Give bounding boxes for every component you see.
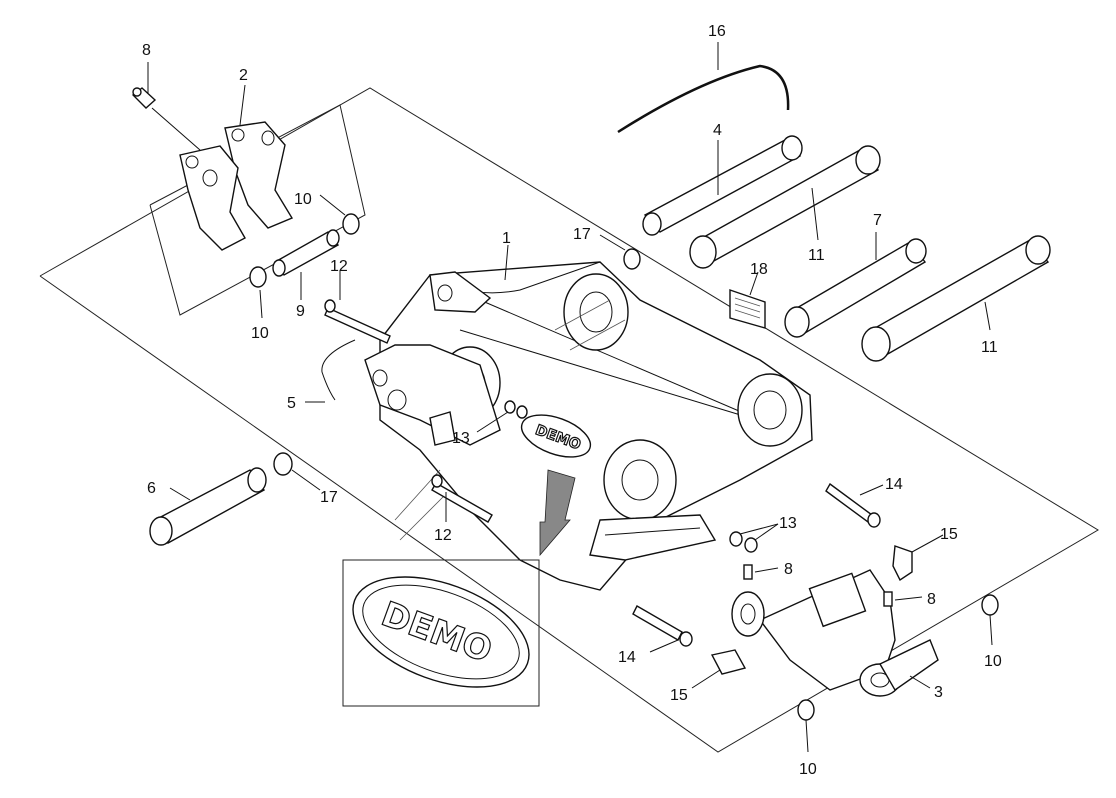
callout-15-upper: 15 (940, 526, 958, 543)
elbow-15-lower (710, 649, 747, 675)
nuts-13-upper (504, 400, 528, 419)
ring-17-b (273, 452, 293, 476)
nuts-13-lower (729, 531, 758, 553)
rings (249, 213, 999, 721)
leader-lines (147, 42, 993, 753)
bolt-12-upper (324, 299, 391, 344)
ring-17-a (623, 248, 641, 270)
callout-12-upper: 12 (330, 258, 348, 275)
callout-18: 18 (750, 261, 768, 278)
callout-9: 9 (296, 303, 305, 320)
pin-11-upper (689, 145, 881, 269)
ring-10-b (249, 266, 267, 288)
callout-5: 5 (287, 395, 296, 412)
callout-10-right: 10 (984, 653, 1002, 670)
callout-10-upper: 10 (294, 191, 312, 208)
sticker-18 (729, 289, 766, 329)
callout-17-lower: 17 (320, 489, 338, 506)
callout-11-upper: 11 (808, 247, 825, 264)
ring-10-c (981, 594, 999, 616)
pin-4 (642, 135, 803, 236)
grease-nipple-top (131, 87, 157, 109)
callout-8-mid: 8 (784, 561, 793, 578)
fitting-14-upper (825, 482, 881, 528)
hook-assembly (179, 121, 294, 251)
bolt-12-lower (431, 474, 493, 523)
ring-10-a (342, 213, 360, 235)
callout-15-lower: 15 (670, 687, 688, 704)
callout-16: 16 (708, 23, 726, 40)
callout-4: 4 (713, 122, 722, 139)
callout-labels: 1 2 3 4 5 6 7 8 8 8 9 10 10 10 10 11 11 … (142, 23, 1002, 778)
callout-2: 2 (239, 67, 248, 84)
pin-6 (149, 467, 267, 546)
fitting-14-lower (632, 605, 693, 647)
cable (617, 64, 790, 134)
callout-17-upper: 17 (573, 226, 591, 243)
side-plate (364, 344, 501, 446)
callout-3: 3 (934, 684, 943, 701)
ring-10-d (797, 699, 815, 721)
pin-11-lower (861, 235, 1051, 362)
callout-6: 6 (147, 480, 156, 497)
callout-11-lower: 11 (981, 339, 998, 356)
callout-8-right: 8 (927, 591, 936, 608)
elbow-15-upper (892, 545, 913, 582)
hydraulic-cylinder (731, 569, 939, 697)
logo-plate: DEMO (520, 414, 592, 458)
callout-10-bottom: 10 (799, 761, 817, 778)
grease-nipple-mid (743, 564, 753, 580)
detail-arrow (539, 469, 576, 557)
callout-10-left: 10 (251, 325, 269, 342)
safety-wire (321, 339, 356, 401)
callout-14-lower: 14 (618, 649, 636, 666)
logo-detail: DEMO (342, 559, 540, 707)
callout-12-lower: 12 (434, 527, 452, 544)
callout-13-left: 13 (452, 430, 470, 447)
callout-1: 1 (502, 230, 511, 247)
callout-14-upper: 14 (885, 476, 903, 493)
callout-13-right: 13 (779, 515, 797, 532)
grease-nipple-right (883, 591, 893, 607)
pin-9 (272, 229, 340, 277)
callout-8-top: 8 (142, 42, 151, 59)
callout-7: 7 (873, 212, 882, 229)
pin-7 (784, 238, 927, 338)
